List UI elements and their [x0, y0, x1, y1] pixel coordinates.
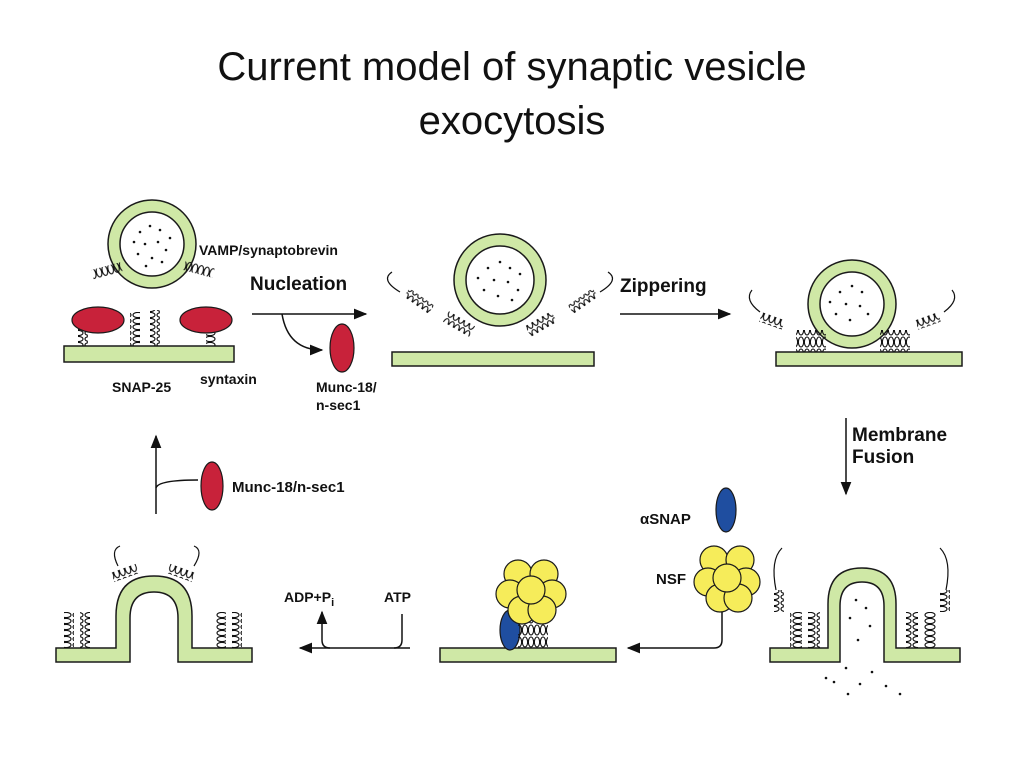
- membrane-fusion-step: Membrane Fusion: [840, 418, 947, 496]
- munc18-rebinding-step: Munc-18/n-sec1: [150, 434, 345, 514]
- munc18-protein: [200, 461, 224, 511]
- slide-title: Current model of synaptic vesicle exocyt…: [112, 40, 912, 148]
- label-atp: ATP: [384, 589, 411, 605]
- panel-zippering: [748, 259, 963, 367]
- label-membrane: Membrane: [852, 425, 947, 446]
- plasma-membrane: [439, 647, 617, 663]
- label-fusion: Fusion: [852, 447, 914, 468]
- label-syntaxin: syntaxin: [200, 371, 257, 387]
- snare-complex-coils: [759, 312, 941, 352]
- panel-fusion: [769, 547, 961, 696]
- neurotransmitter-dots: [132, 224, 172, 268]
- label-snap25: SNAP-25: [112, 379, 171, 395]
- atp-hydrolysis-step: ATP ADP+Pi: [284, 589, 411, 654]
- panel-nsf-complex: [439, 559, 617, 663]
- label-vamp: VAMP/synaptobrevin: [199, 242, 338, 258]
- plasma-membrane: [391, 351, 595, 367]
- nsf-hexamer: [693, 545, 761, 613]
- label-zippering: Zippering: [620, 276, 707, 297]
- label-nsf: NSF: [656, 571, 686, 588]
- nsf-binding: αSNAP NSF: [626, 487, 761, 654]
- label-munc18-full: Munc-18/n-sec1: [232, 479, 345, 496]
- label-munc18: Munc-18/: [316, 379, 377, 395]
- plasma-membrane: [775, 351, 963, 367]
- alpha-snap-protein: [715, 487, 737, 533]
- snare-coils: [403, 288, 599, 337]
- label-nsec1: n-sec1: [316, 397, 361, 413]
- zippering-step: Zippering: [620, 276, 732, 320]
- synaptic-vesicle: [807, 259, 897, 349]
- panel-recycled: [55, 545, 253, 663]
- title-line-1: Current model of synaptic vesicle: [217, 45, 807, 89]
- released-neurotransmitter: [824, 598, 902, 696]
- plasma-membrane: [63, 345, 235, 363]
- synaptic-vesicle: [453, 233, 547, 327]
- synaptic-vesicle: [107, 199, 197, 289]
- label-nucleation: Nucleation: [250, 274, 347, 295]
- panel-docking: VAMP/synaptobrevin SNAP-25 syntaxin: [63, 199, 338, 395]
- title-line-2: exocytosis: [418, 99, 606, 143]
- panel-nucleation: [386, 233, 614, 367]
- free-snare-coils: [64, 563, 242, 648]
- munc18-proteins: [71, 306, 233, 334]
- fused-membrane: [769, 567, 961, 663]
- omega-membrane: [55, 575, 253, 663]
- nsf-hexamer: [495, 559, 567, 625]
- nucleation-step: Nucleation Munc-18/ n-sec1: [250, 274, 377, 413]
- cis-snare-coils: [774, 590, 950, 648]
- label-adp-pi: ADP+Pi: [284, 589, 334, 609]
- vamp-coils: [91, 260, 215, 280]
- munc18-released: [329, 323, 355, 373]
- label-alpha-snap: αSNAP: [640, 511, 691, 528]
